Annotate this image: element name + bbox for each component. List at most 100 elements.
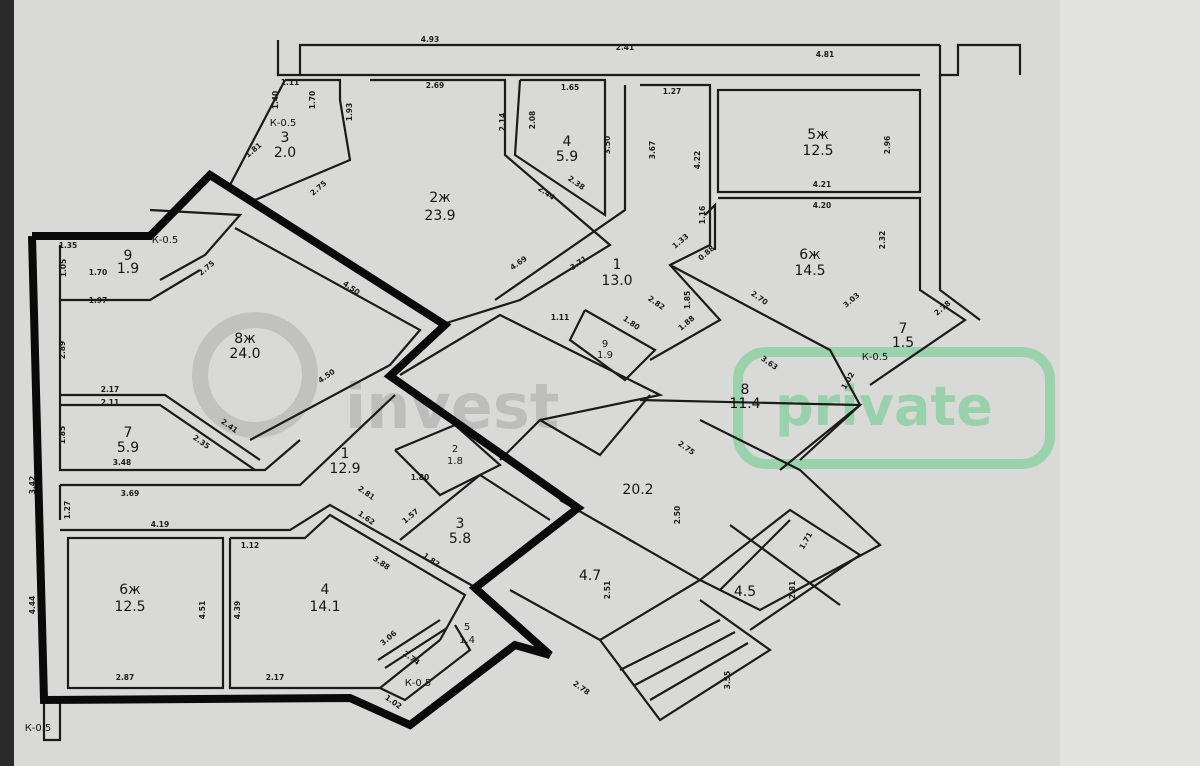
dimension-label: 4.22 xyxy=(693,151,702,170)
dimension-label: 1.35 xyxy=(59,241,78,250)
dimension-label: 1.70 xyxy=(308,91,317,110)
left-room-9-area: 1.9 xyxy=(117,261,139,277)
dimension-label: 2.08 xyxy=(528,111,537,130)
dimension-label: 1.11 xyxy=(551,313,570,322)
room-3-note: К-0.5 xyxy=(270,118,297,129)
room-6-area: 14.5 xyxy=(794,263,825,279)
left-room-1-number: 1 xyxy=(341,446,350,462)
dimension-label: 2.89 xyxy=(58,341,67,360)
dimension-label: 3.48 xyxy=(113,458,132,467)
left-room-4-number: 4 xyxy=(321,582,330,598)
left-room-2-area: 1.8 xyxy=(447,456,463,467)
left-room-5-area: 1.4 xyxy=(459,635,475,646)
dimension-label: 2.17 xyxy=(266,673,285,682)
dimension-label: 2.50 xyxy=(673,506,682,525)
dimension-label: 4.39 xyxy=(233,601,242,620)
left-room-5-note: К-0.5 xyxy=(405,678,432,689)
dimension-label: 1.65 xyxy=(561,83,580,92)
dimension-label: 4.19 xyxy=(151,520,170,529)
left-room-4-area: 14.1 xyxy=(309,599,340,615)
dimension-label: 3.69 xyxy=(121,489,140,498)
room-4-area: 5.9 xyxy=(556,149,578,165)
room-labels: К-0.5 3 2.0 2ж 23.9 4 5.9 5ж 12.5 1 13.0… xyxy=(25,118,914,734)
dimension-label: 1.70 xyxy=(89,268,108,277)
room-6-number: 6ж xyxy=(799,247,821,263)
room-1-area: 13.0 xyxy=(601,273,632,289)
dimension-label: 3.67 xyxy=(648,141,657,160)
left-room-3-area: 5.8 xyxy=(449,531,471,547)
dimension-label: 2.81 xyxy=(788,581,797,600)
dimension-label: 3.50 xyxy=(603,136,612,155)
left-room-6-area: 12.5 xyxy=(114,599,145,615)
room-8-number: 8 xyxy=(741,382,750,398)
watermark-logo-icon xyxy=(192,312,318,438)
dimension-label: 1.93 xyxy=(345,103,354,122)
left-room-5-number: 5 xyxy=(464,622,470,633)
dimension-label: 1.27 xyxy=(63,501,72,520)
dimension-label: 2.41 xyxy=(616,43,635,52)
dimension-label: 4.21 xyxy=(813,180,832,189)
left-room-3-number: 3 xyxy=(456,516,465,532)
room-9-number: 9 xyxy=(602,339,608,350)
dimension-label: 1.85 xyxy=(683,291,692,310)
dimension-label: 1.11 xyxy=(281,78,300,87)
left-room-9-note: К-0.5 xyxy=(152,235,179,246)
dimension-label: 4.20 xyxy=(813,201,832,210)
dimension-label: 1.05 xyxy=(59,259,68,278)
dimension-label: 1.12 xyxy=(241,541,260,550)
paper-light-area xyxy=(1060,0,1200,766)
balcony-note: К-0.5 xyxy=(25,723,52,734)
room-2-number: 2ж xyxy=(429,190,451,206)
dimension-label: 2.69 xyxy=(426,81,445,90)
watermark: invest private xyxy=(192,312,1055,469)
room-7-number: 7 xyxy=(899,321,908,337)
left-room-8-area: 24.0 xyxy=(229,346,260,362)
left-room-2-number: 2 xyxy=(452,444,458,455)
room-3-number: 3 xyxy=(281,130,290,146)
lobby-area: 4.7 xyxy=(579,568,601,584)
dimension-label: 1.85 xyxy=(58,426,67,445)
room-9-area: 1.9 xyxy=(597,350,613,361)
watermark-badge-frame xyxy=(733,347,1055,469)
dimension-label: 4.44 xyxy=(28,596,37,615)
left-room-1-area: 12.9 xyxy=(329,461,360,477)
dimension-label: 1.97 xyxy=(89,296,108,305)
room-3-area: 2.0 xyxy=(274,145,296,161)
elevator-area: 4.5 xyxy=(734,584,756,600)
room-2-area: 23.9 xyxy=(424,208,455,224)
dimension-label: 2.32 xyxy=(878,231,887,250)
room-8-area: 11.4 xyxy=(729,396,760,412)
dimension-label: 1.16 xyxy=(698,206,707,225)
dimension-label: 3.55 xyxy=(723,671,732,690)
left-room-7-area: 5.9 xyxy=(117,440,139,456)
room-7-area: 1.5 xyxy=(892,335,914,351)
room-5-area: 12.5 xyxy=(802,143,833,159)
dimension-label: 2.17 xyxy=(101,385,120,394)
dimension-label: 1.27 xyxy=(663,87,682,96)
room-5-number: 5ж xyxy=(807,127,829,143)
dimension-label: 2.51 xyxy=(603,581,612,600)
left-room-8-number: 8ж xyxy=(234,331,256,347)
dimension-label: 2.96 xyxy=(883,136,892,155)
dimension-label: 4.81 xyxy=(816,50,835,59)
dimension-label: 2.14 xyxy=(498,113,507,132)
dimension-label: 2.11 xyxy=(101,398,120,407)
room-1-number: 1 xyxy=(613,257,622,273)
room-7-note: К-0.5 xyxy=(862,352,889,363)
photo-edge xyxy=(0,0,14,766)
room-4-number: 4 xyxy=(563,134,572,150)
dimension-label: 1.40 xyxy=(271,91,280,110)
watermark-brand: invest xyxy=(345,370,559,443)
dimension-label: 3.42 xyxy=(28,476,37,495)
dimension-label: 1.80 xyxy=(411,473,430,482)
dimension-label: 4.51 xyxy=(198,601,207,620)
apartment-outline xyxy=(28,169,585,730)
hall-area: 20.2 xyxy=(622,482,653,498)
watermark-badge: private xyxy=(775,375,993,438)
left-room-7-number: 7 xyxy=(124,425,133,441)
left-room-6-number: 6ж xyxy=(119,582,141,598)
left-room-9-number: 9 xyxy=(124,248,133,264)
dimension-label: 4.93 xyxy=(421,35,440,44)
